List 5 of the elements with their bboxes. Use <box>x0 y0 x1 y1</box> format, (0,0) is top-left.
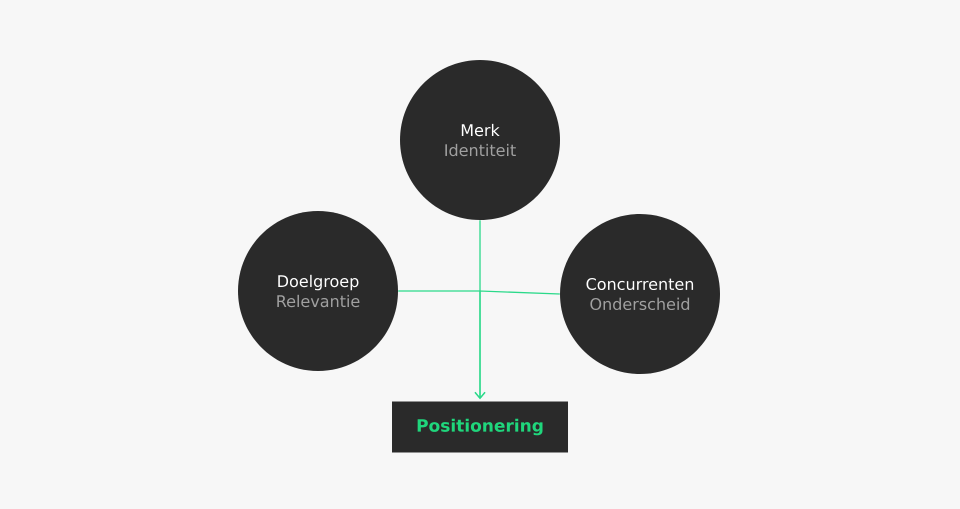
circle-node: Concurrenten Onderscheid <box>560 214 720 374</box>
circle-node: Merk Identiteit <box>400 60 560 220</box>
arrow <box>474 290 560 400</box>
result-box: Positionering <box>392 402 568 452</box>
circle-node: Doelgroep Relevantie <box>238 211 398 371</box>
